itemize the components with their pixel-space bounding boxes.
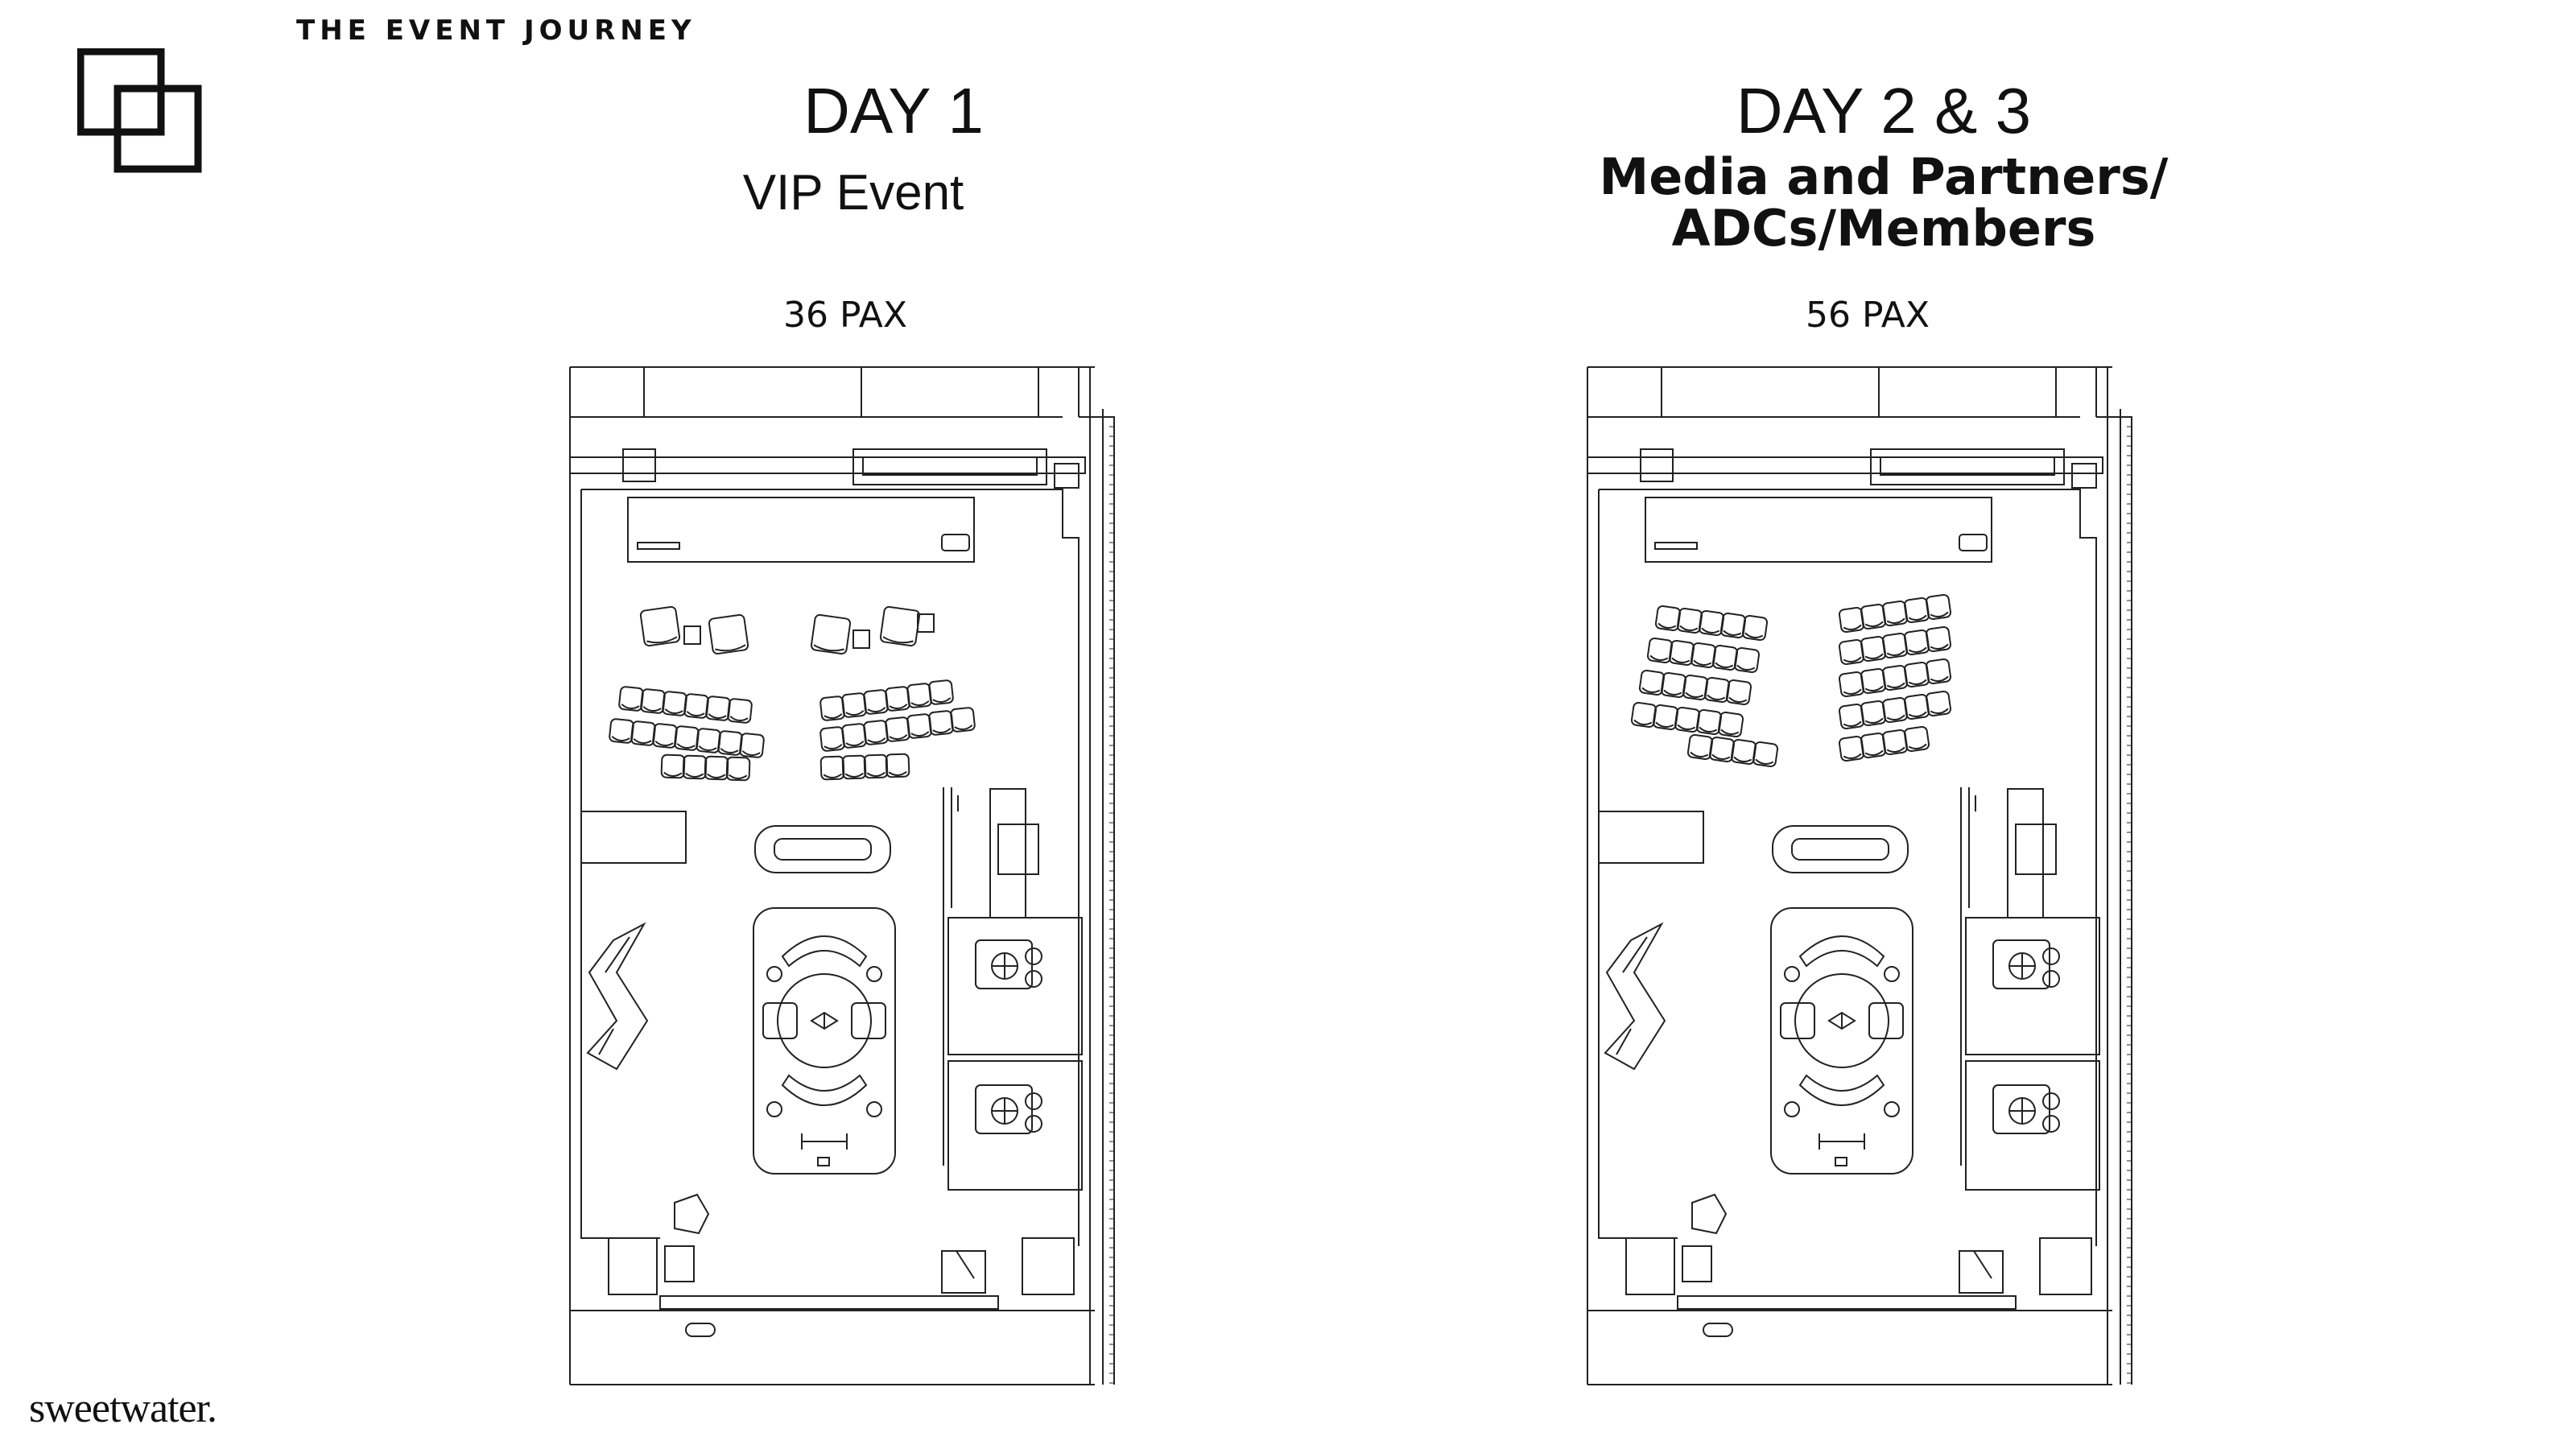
car-platform bbox=[1770, 907, 1913, 1174]
chair-icon bbox=[819, 726, 845, 752]
day-2-3-subtitle-line1: Media and Partners/ bbox=[1599, 147, 2169, 206]
chair-icon bbox=[739, 733, 765, 758]
chair-icon bbox=[819, 696, 845, 721]
chair-icon bbox=[1752, 741, 1779, 768]
chair-icon bbox=[618, 686, 644, 712]
chair-icon bbox=[609, 718, 634, 744]
chair-icon bbox=[1717, 711, 1744, 738]
chair-icon bbox=[683, 693, 709, 719]
chair-icon bbox=[863, 753, 889, 779]
day-1-subtitle: VIP Event bbox=[742, 165, 964, 221]
chair-icon bbox=[705, 696, 731, 721]
corner-block bbox=[1625, 1237, 1675, 1295]
chair-icon bbox=[704, 755, 729, 781]
door-handle-icon bbox=[1703, 1323, 1733, 1337]
chair-icon bbox=[640, 688, 666, 714]
chair-icon bbox=[662, 691, 687, 716]
brand-title: THE EVENT JOURNEY bbox=[296, 14, 696, 47]
side-table bbox=[1598, 811, 1704, 864]
cabinet bbox=[2015, 824, 2057, 875]
chair-icon bbox=[1925, 625, 1952, 653]
side-table bbox=[580, 811, 687, 864]
chair-icon bbox=[906, 713, 932, 739]
cabinet bbox=[997, 824, 1039, 875]
turntable bbox=[777, 973, 872, 1068]
display-case bbox=[754, 825, 891, 873]
day-1-pax: 36 PAX bbox=[783, 295, 907, 336]
chair-icon bbox=[810, 613, 852, 655]
wall-right bbox=[2107, 367, 2121, 1385]
day-2-3-pax: 56 PAX bbox=[1806, 295, 1930, 336]
chair-icon bbox=[863, 720, 889, 745]
office-2 bbox=[947, 1060, 1083, 1191]
chair-icon bbox=[885, 686, 910, 712]
wall-right bbox=[1089, 367, 1104, 1385]
chair-icon bbox=[630, 720, 656, 746]
tv-icon bbox=[941, 534, 970, 551]
plant-icon bbox=[1691, 1193, 1728, 1235]
stage-screen bbox=[1645, 497, 1992, 563]
chair-icon bbox=[885, 753, 910, 778]
chair-icon bbox=[928, 679, 954, 705]
chair-icon bbox=[674, 725, 700, 751]
corner-block bbox=[608, 1237, 658, 1295]
chair-icon bbox=[863, 689, 889, 715]
chair-icon bbox=[696, 728, 721, 753]
footer-brand: sweetwater. bbox=[29, 1385, 217, 1431]
chair-icon bbox=[841, 723, 867, 749]
chair-icon bbox=[928, 710, 954, 736]
office-2 bbox=[1965, 1060, 2100, 1191]
chair-icon bbox=[1925, 593, 1952, 621]
chair-icon bbox=[660, 753, 686, 779]
day-2-3-floor-plan bbox=[1587, 366, 2132, 1385]
day-2-3-subtitle-line2: ADCs/Members bbox=[1671, 199, 2096, 258]
chair-icon bbox=[906, 683, 932, 708]
tv-icon bbox=[1959, 534, 1988, 551]
chair-icon bbox=[652, 723, 678, 749]
chair-icon bbox=[682, 754, 708, 780]
chair-icon bbox=[708, 613, 749, 655]
zigzag-display bbox=[586, 922, 649, 1071]
day-1-floor-plan bbox=[569, 366, 1115, 1385]
stage-screen bbox=[627, 497, 975, 563]
day-2-3-title: DAY 2 & 3 bbox=[1736, 75, 2032, 147]
entrance-threshold bbox=[659, 1295, 999, 1310]
chair-icon bbox=[1925, 658, 1952, 685]
chair-icon bbox=[639, 605, 681, 647]
office-1 bbox=[1965, 917, 2100, 1055]
chair-icon bbox=[841, 692, 867, 718]
chair-icon bbox=[717, 730, 743, 756]
chair-icon bbox=[841, 754, 867, 780]
chair-icon bbox=[879, 605, 921, 647]
chair-icon bbox=[1903, 725, 1930, 753]
chair-icon bbox=[1741, 614, 1769, 642]
chair-icon bbox=[885, 716, 910, 742]
overlapping-squares-logo-icon bbox=[77, 48, 202, 173]
chair-icon bbox=[727, 698, 753, 724]
office-1 bbox=[947, 917, 1083, 1055]
chair-icon bbox=[1733, 646, 1761, 674]
entrance-threshold bbox=[1677, 1295, 2017, 1310]
chair-icon bbox=[819, 755, 845, 781]
zigzag-display bbox=[1604, 922, 1666, 1071]
door-handle-icon bbox=[685, 1323, 716, 1337]
display-case bbox=[1772, 825, 1909, 873]
turntable bbox=[1794, 973, 1889, 1068]
day-1-title: DAY 1 bbox=[803, 75, 984, 147]
plant-icon bbox=[674, 1193, 710, 1235]
chair-icon bbox=[1925, 690, 1952, 717]
chair-icon bbox=[950, 707, 976, 733]
chair-icon bbox=[725, 756, 751, 782]
car-platform bbox=[753, 907, 896, 1174]
chair-icon bbox=[1725, 679, 1752, 706]
